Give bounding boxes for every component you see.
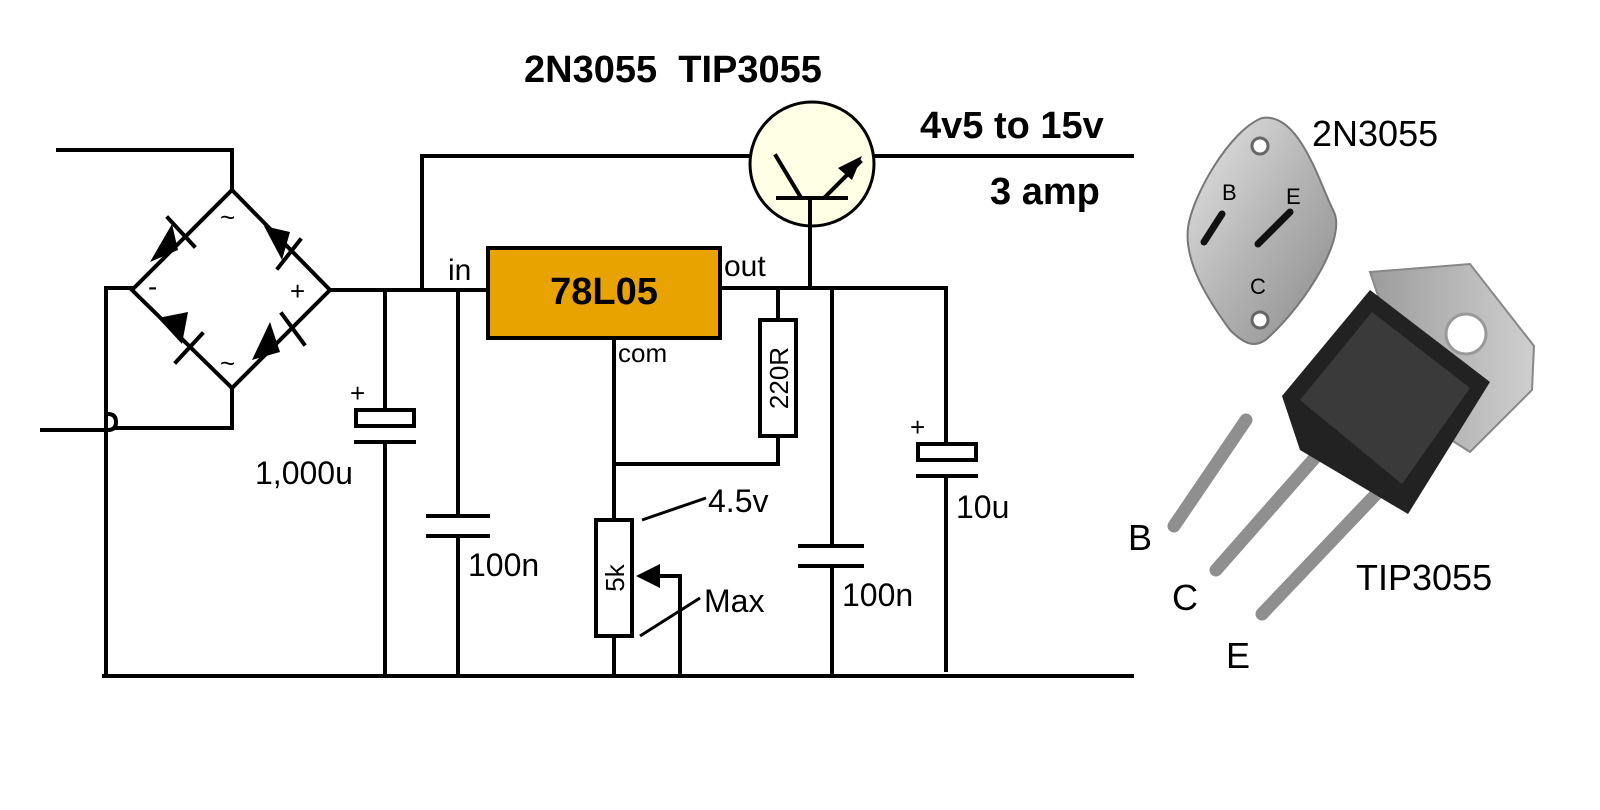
regulator-com-label: com	[618, 338, 667, 368]
capacitor-10u: + 10u	[910, 286, 1009, 672]
bridge-plus-label: +	[290, 276, 305, 306]
capacitor-100n-in: 100n	[426, 288, 539, 678]
capacitor-100n-out: 100n	[798, 286, 913, 678]
cap-1000u-plus: +	[350, 378, 365, 408]
to3-package-2n3055: B E C 2N3055	[1186, 113, 1438, 345]
main-wiring	[102, 154, 1134, 678]
cap-100n-out-label: 100n	[842, 577, 913, 613]
pot-max-label: Max	[704, 583, 764, 619]
diode-1	[150, 215, 197, 262]
to218-name: TIP3055	[1356, 557, 1492, 598]
regulator-in-label: in	[448, 254, 471, 287]
resistor-220r: 220R	[612, 286, 798, 466]
to218-pin-b: B	[1128, 517, 1152, 558]
bridge-rectifier: ~ - + ~	[129, 187, 333, 391]
to3-pin-b: B	[1222, 180, 1237, 205]
output-voltage-label: 4v5 to 15v	[920, 105, 1104, 147]
bridge-ac-bottom-label: ~	[220, 348, 235, 378]
transistor-title: 2N3055 TIP3055	[524, 49, 822, 91]
cap-10u-label: 10u	[956, 489, 1009, 525]
output-current-label: 3 amp	[990, 171, 1100, 213]
cap-100n-in-label: 100n	[468, 547, 539, 583]
regulator-78l05: 78L05 in out com	[448, 246, 766, 522]
capacitor-1000u: + 1,000u	[255, 288, 416, 678]
regulator-body	[486, 246, 722, 340]
regulator-name: 78L05	[550, 271, 658, 313]
diode-4	[252, 311, 307, 360]
to218-pin-c: C	[1172, 577, 1198, 618]
cap-1000u-label: 1,000u	[255, 455, 353, 491]
regulator-out-label: out	[724, 250, 766, 283]
to218-pin-e: E	[1226, 635, 1250, 676]
to3-pin-e: E	[1286, 184, 1301, 209]
bridge-ac-top-label: ~	[220, 202, 235, 232]
to3-pin-c: C	[1250, 274, 1266, 299]
pot-label: 5k	[600, 563, 630, 591]
bridge-minus-label: -	[148, 271, 157, 302]
resistor-label: 220R	[764, 347, 794, 409]
diode-2	[264, 226, 303, 271]
input-wiring	[40, 148, 234, 678]
transistor-symbol	[748, 100, 876, 230]
to3-name: 2N3055	[1312, 113, 1438, 154]
cap-10u-plus: +	[910, 412, 925, 442]
diode-3	[158, 312, 205, 365]
potentiometer-5k: 5k 4.5v Max	[594, 483, 768, 678]
to218-package-tip3055: B C E TIP3055	[1128, 262, 1536, 676]
pot-min-label: 4.5v	[708, 483, 768, 519]
